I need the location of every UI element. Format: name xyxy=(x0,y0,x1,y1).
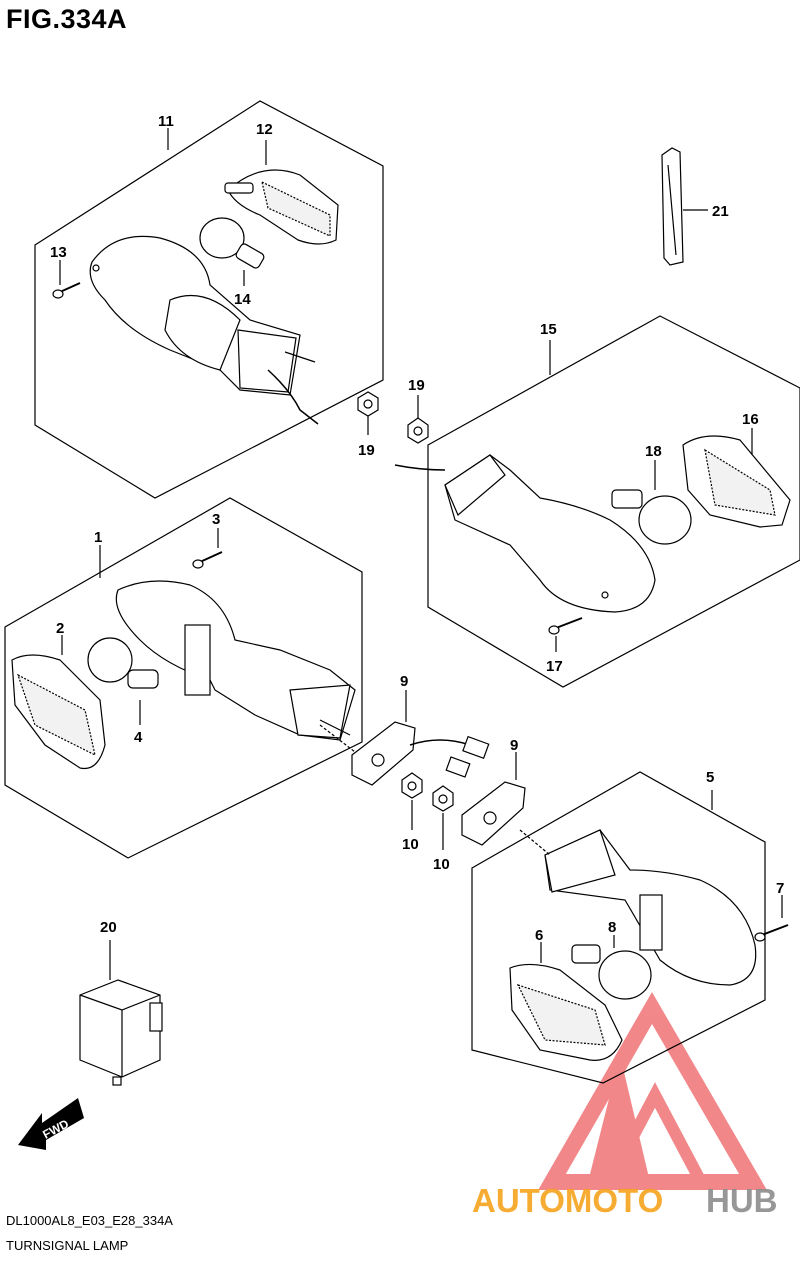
lens-2 xyxy=(11,654,106,770)
fwd-arrow: FWD xyxy=(18,1098,84,1150)
callout-3: 3 xyxy=(212,511,220,528)
housing-11 xyxy=(89,235,301,396)
bulb-8 xyxy=(571,944,652,1000)
gasket-and-nuts xyxy=(319,690,526,850)
housing-1 xyxy=(115,580,356,741)
callout-9a: 9 xyxy=(400,673,408,690)
callout-21: 21 xyxy=(712,203,729,220)
callout-12: 12 xyxy=(256,121,273,138)
lamp-assembly-5 xyxy=(471,771,789,1084)
lens-12 xyxy=(224,169,339,245)
screw-17 xyxy=(548,617,583,635)
callout-5: 5 xyxy=(706,769,714,786)
bulb-4 xyxy=(87,637,159,689)
callout-17: 17 xyxy=(546,658,563,675)
lamp-assembly-15 xyxy=(357,315,800,688)
callout-8: 8 xyxy=(608,919,616,936)
relay-20 xyxy=(79,940,163,1086)
nut-19-b xyxy=(407,417,429,444)
model-code: DL1000AL8_E03_E28_334A xyxy=(6,1213,173,1228)
housing-5 xyxy=(544,829,757,986)
callout-6: 6 xyxy=(535,927,543,944)
callout-15: 15 xyxy=(540,321,557,338)
callout-4: 4 xyxy=(134,729,143,746)
callout-14: 14 xyxy=(234,291,251,308)
screw-7 xyxy=(754,924,789,942)
nut-10-b xyxy=(432,785,454,812)
watermark-logo xyxy=(538,992,767,1190)
lamp-assembly-1 xyxy=(4,497,363,859)
watermark-text-part1: AUTOMOTO xyxy=(472,1182,663,1219)
gasket-9-a xyxy=(351,721,416,786)
callout-1: 1 xyxy=(94,529,102,546)
bulb-14 xyxy=(199,217,265,269)
callout-10b: 10 xyxy=(433,856,450,873)
watermark-text-part2: HUB xyxy=(706,1182,778,1219)
callout-19b: 19 xyxy=(358,442,375,459)
band-21 xyxy=(661,147,708,266)
gasket-9-b xyxy=(461,781,526,846)
lamp-assembly-11 xyxy=(34,100,384,499)
callout-11: 11 xyxy=(158,113,174,130)
callout-10a: 10 xyxy=(402,836,419,853)
figure-title: FIG.334A xyxy=(6,4,128,34)
callout-2: 2 xyxy=(56,620,64,637)
callout-18: 18 xyxy=(645,443,662,460)
callout-9b: 9 xyxy=(510,737,518,754)
watermark-text: AUTOMOTO HUB xyxy=(472,1182,778,1219)
callout-20: 20 xyxy=(100,919,117,936)
bulb-18 xyxy=(611,489,692,545)
lens-16 xyxy=(682,435,791,528)
callout-13: 13 xyxy=(50,244,67,261)
screw-13 xyxy=(52,282,81,299)
nut-19-a xyxy=(357,391,379,417)
figure-caption: TURNSIGNAL LAMP xyxy=(6,1238,129,1253)
screw-3 xyxy=(192,551,223,569)
nut-10-a xyxy=(401,772,423,799)
lens-6 xyxy=(509,963,623,1061)
callout-labels: 1 2 3 4 5 6 7 8 9 9 10 10 11 12 13 14 15… xyxy=(50,113,784,944)
housing-15 xyxy=(444,454,656,613)
callout-19a: 19 xyxy=(408,377,425,394)
callout-16: 16 xyxy=(742,411,759,428)
callout-7: 7 xyxy=(776,880,784,897)
